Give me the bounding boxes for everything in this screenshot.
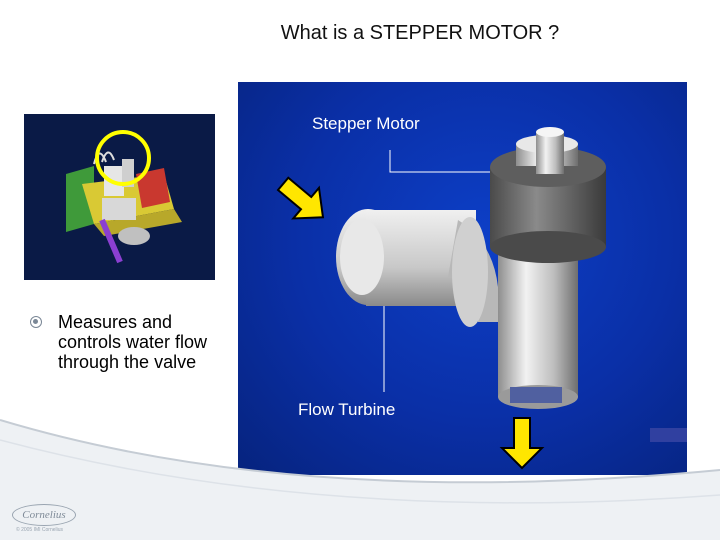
slide-title: What is a STEPPER MOTOR ? bbox=[280, 22, 560, 44]
bullet-item: Measures and controls water flow through… bbox=[30, 312, 210, 372]
bullet-text: Measures and controls water flow through… bbox=[58, 312, 208, 372]
stepper-motor-diagram bbox=[238, 82, 687, 475]
flow-turbine-label: Flow Turbine bbox=[298, 400, 396, 419]
target-bullet-icon bbox=[30, 316, 42, 328]
arrow-down-right-icon bbox=[276, 176, 325, 220]
stepper-motor-label: Stepper Motor bbox=[312, 114, 420, 133]
valve-assembly-thumbnail bbox=[24, 114, 215, 280]
company-logo: Cornelius bbox=[12, 504, 76, 526]
stepper-motor-illustration bbox=[276, 127, 687, 470]
footer-swoosh bbox=[0, 419, 720, 540]
arrow-down-icon bbox=[499, 417, 545, 470]
valve-assembly-illustration bbox=[66, 130, 182, 264]
copyright-text: © 2005 IMI Cornelius bbox=[16, 527, 64, 533]
